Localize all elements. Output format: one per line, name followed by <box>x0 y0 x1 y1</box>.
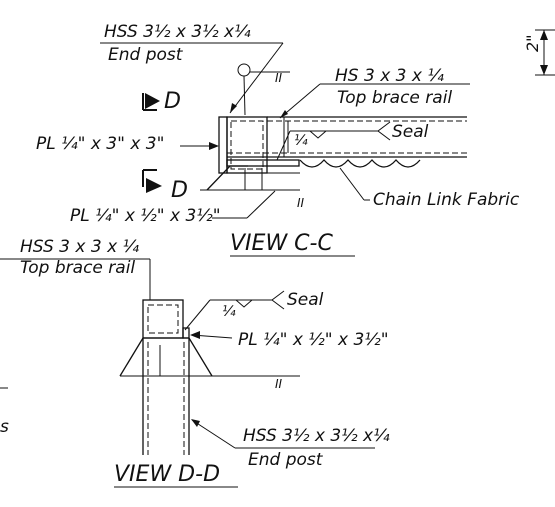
cc-plate-label: PL ¼" x 3" x 3" <box>36 134 164 154</box>
dd-weld-right-slope <box>188 337 213 377</box>
dd-fillet-weld-symbol <box>235 299 253 308</box>
section-marker-d-lower: D <box>142 169 188 203</box>
view-dd: HSS 3 x 3 x ¼ Top brace rail ¼ Seal PL ¼… <box>0 237 390 488</box>
dd-top-rail-inner <box>147 304 179 334</box>
cc-top-rail-label: Top brace rail <box>337 88 452 108</box>
dd-end-post-label: End post <box>248 450 324 470</box>
side-dimension: 2" <box>523 29 555 76</box>
dd-top-rail-size: HSS 3 x 3 x ¼ <box>20 237 140 257</box>
dd-arrowhead <box>191 419 200 427</box>
cc-end-post-label: End post <box>108 45 184 65</box>
dd-top-rail-label: Top brace rail <box>20 258 135 278</box>
dd-top-rail-section <box>142 299 184 339</box>
cc-arrowhead <box>209 142 219 150</box>
dd-weld-leader <box>184 299 211 331</box>
side-dimension-label: 2" <box>523 34 542 52</box>
cc-fabric-label: Chain Link Fabric <box>373 190 520 210</box>
cc-end-post-inner <box>230 120 264 170</box>
cc-weld-size: ¼ <box>294 133 308 149</box>
cc-fabric-leader <box>339 167 365 201</box>
dd-seal-label: Seal <box>287 290 324 310</box>
cc-end-post-section <box>226 116 268 174</box>
left-clipped-text: s <box>0 417 9 437</box>
dd-end-post-size: HSS 3½ x 3½ x¼ <box>243 426 390 446</box>
cc-arrowhead <box>230 103 237 113</box>
cc-plate2-label: PL ¼" x ½" x 3½" <box>70 206 221 226</box>
view-dd-title: VIEW D-D <box>114 462 220 487</box>
cc-lower-weld-triangle <box>206 165 248 191</box>
dd-end-post-leader <box>191 419 236 449</box>
dd-weld-size: ¼ <box>222 304 236 320</box>
cc-weld-tail <box>377 121 391 141</box>
cc-seal-label: Seal <box>392 122 429 142</box>
cc-chain-link-fabric-shape <box>299 159 421 168</box>
dd-weld-left-slope <box>119 337 144 377</box>
dd-ii-mark: II <box>275 377 283 391</box>
cc-bottom-plate <box>226 159 300 167</box>
cc-arrowhead <box>280 110 288 118</box>
cc-weld-all-around-circle <box>237 63 251 77</box>
cc-weld-leader-2 <box>276 130 291 161</box>
section-marker-d-upper: D <box>142 89 181 114</box>
dd-plate-label: PL ¼" x ½" x 3½" <box>238 330 389 350</box>
dd-arrowhead <box>190 331 200 339</box>
cc-top-rail-size: HS 3 x 3 x ¼ <box>335 66 444 86</box>
cc-plate2-leader <box>246 190 276 219</box>
dd-weld-tail <box>271 290 285 310</box>
cc-plate-vertical <box>218 116 228 174</box>
cc-end-post-size: HSS 3½ x 3½ x¼ <box>104 22 251 42</box>
cc-ii-mark-top: II <box>275 71 283 85</box>
section-marker-d-lower-label: D <box>171 178 188 203</box>
view-cc-title: VIEW C-C <box>230 231 333 256</box>
cc-ii-mark-bottom: II <box>297 196 305 210</box>
cc-weld-leader <box>243 75 246 116</box>
section-marker-d-upper-label: D <box>164 89 181 114</box>
cc-end-post-leader <box>229 42 284 114</box>
view-cc: HSS 3½ x 3½ x¼ End post II HS 3 x 3 x ¼ … <box>36 22 520 257</box>
cc-fillet-weld-symbol <box>309 130 327 139</box>
